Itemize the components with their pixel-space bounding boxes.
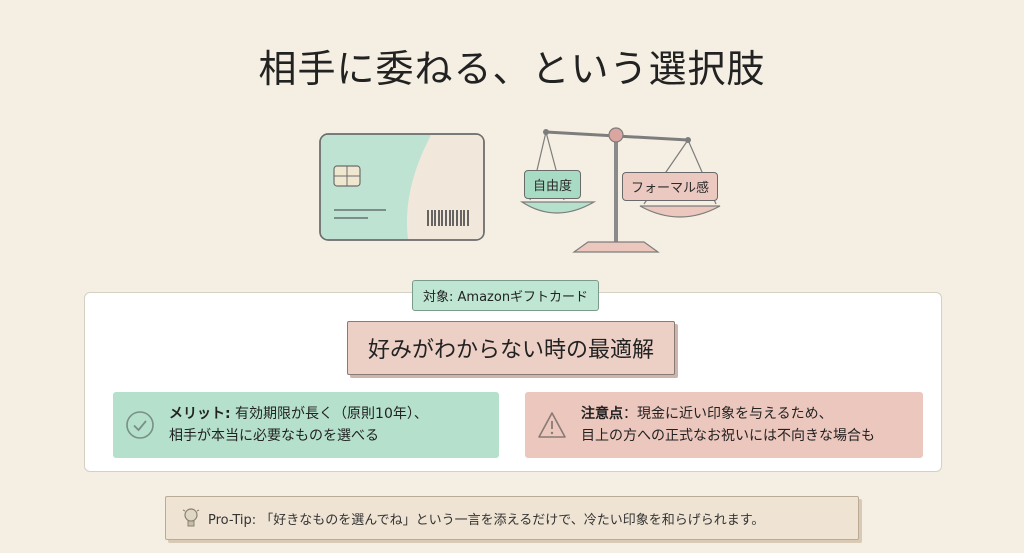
merit-line1: 有効期限が長く（原則10年）、 — [230, 406, 428, 422]
lightbulb-icon — [182, 508, 200, 527]
merit-text: メリット: 有効期限が長く（原則10年）、 相手が本当に必要なものを選べる — [169, 403, 428, 447]
caution-label: 注意点 — [581, 406, 623, 422]
merit-label: メリット: — [169, 406, 231, 422]
caution-line1: ：現金に近い印象を与えるため、 — [623, 406, 833, 422]
pro-tip-bar: Pro-Tip: 「好きなものを選んでね」という一言を添えるだけで、冷たい印象を… — [165, 496, 859, 540]
caution-line2: 目上の方への正式なお祝いには不向きな場合も — [581, 428, 875, 444]
scale-label-freedom: 自由度 — [524, 170, 582, 199]
warning-triangle-icon — [538, 412, 566, 438]
merit-line2: 相手が本当に必要なものを選べる — [169, 428, 379, 444]
target-tag: 対象: Amazonギフトカード — [412, 280, 600, 311]
pro-tip-text: Pro-Tip: 「好きなものを選んでね」という一言を添えるだけで、冷たい印象を… — [208, 512, 765, 528]
section-heading: 好みがわからない時の最適解 — [347, 321, 675, 375]
gift-card-icon — [319, 133, 485, 241]
check-circle-icon — [126, 411, 154, 439]
scale-label-formality: フォーマル感 — [622, 172, 719, 201]
page-title: 相手に委ねる、という選択肢 — [258, 47, 766, 91]
caution-text: 注意点：現金に近い印象を与えるため、 目上の方への正式なお祝いには不向きな場合も — [581, 403, 875, 447]
caution-box: 注意点：現金に近い印象を与えるため、 目上の方への正式なお祝いには不向きな場合も — [525, 392, 923, 458]
merit-box: メリット: 有効期限が長く（原則10年）、 相手が本当に必要なものを選べる — [113, 392, 499, 458]
